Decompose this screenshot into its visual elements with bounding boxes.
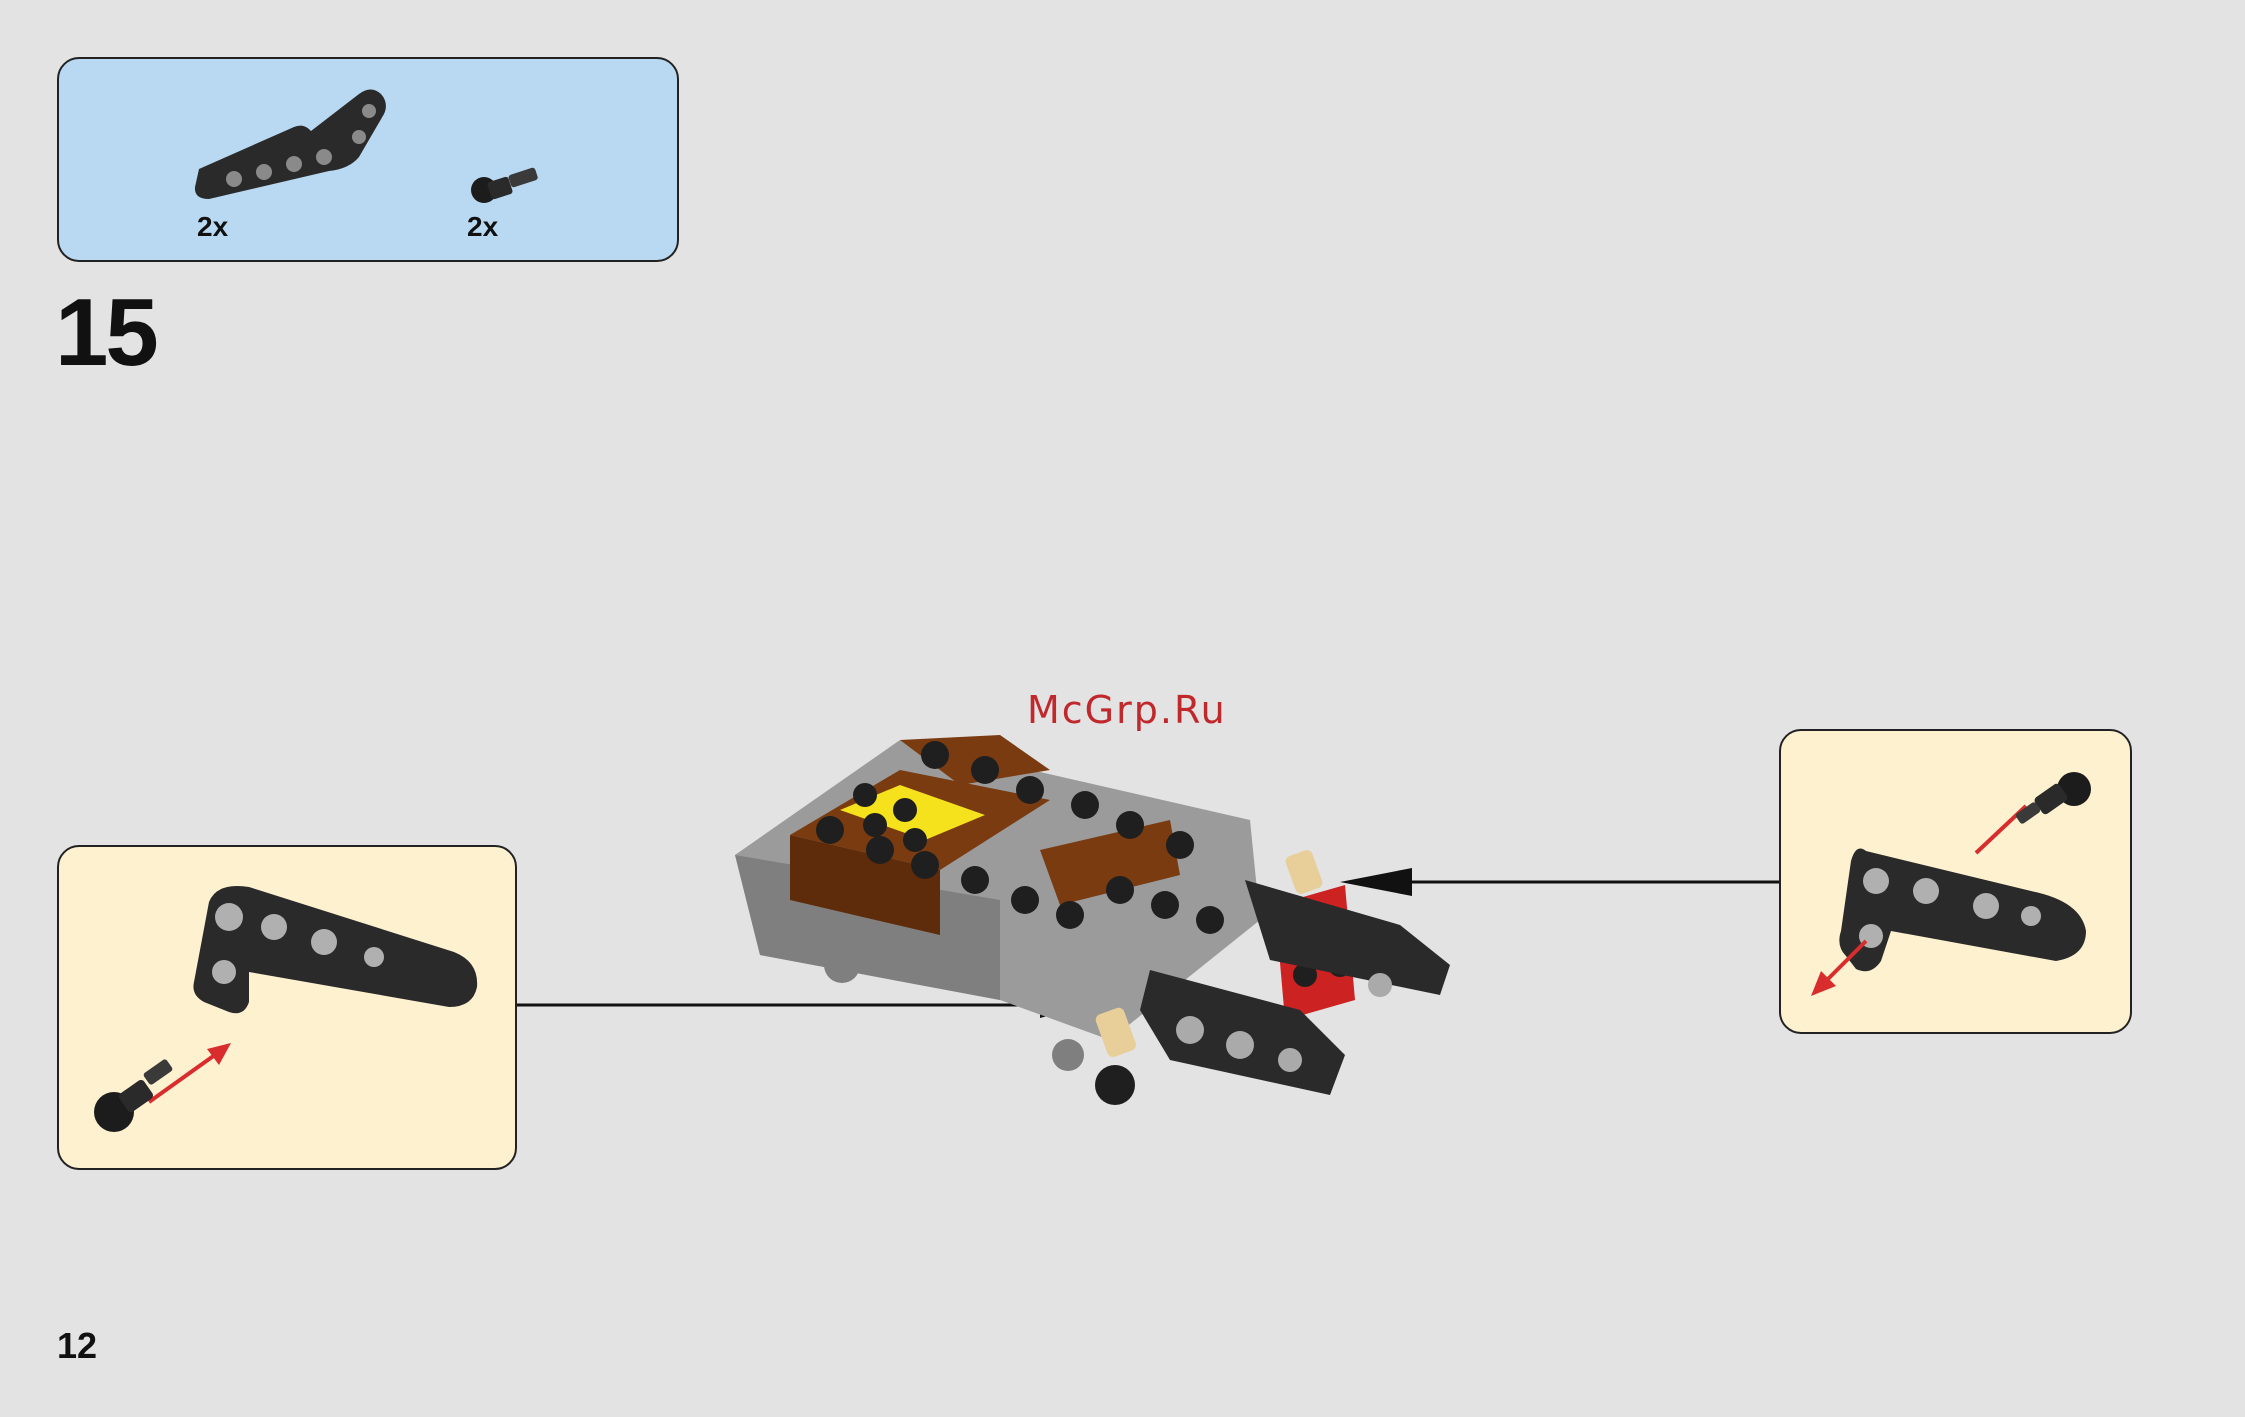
page-number: 12	[57, 1325, 97, 1367]
vehicle-chassis-model	[735, 735, 1450, 1105]
watermark: McGrp.Ru	[1027, 688, 1227, 732]
leader-arrow-right	[1340, 868, 1412, 896]
